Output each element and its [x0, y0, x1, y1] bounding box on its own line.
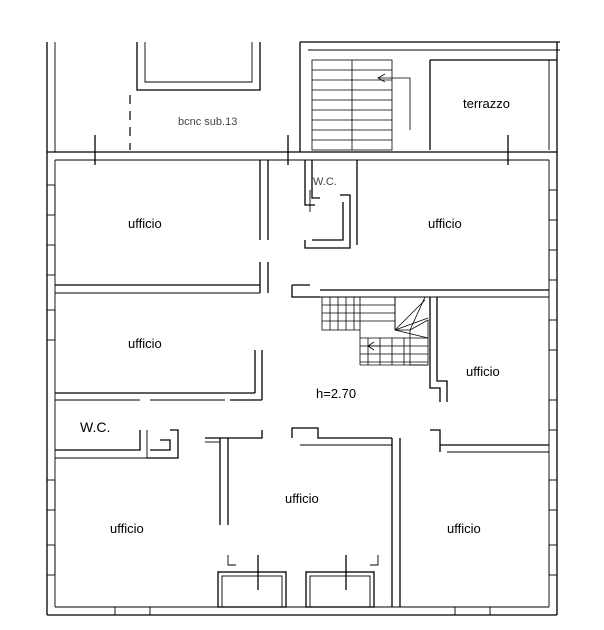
ufficio-bottom-center-label: ufficio — [285, 491, 319, 506]
wc-left-label: W.C. — [80, 419, 110, 435]
ufficio-top-left-label: ufficio — [128, 216, 162, 231]
outer-walls — [46, 135, 558, 616]
ufficio-bottom-right-label: ufficio — [447, 521, 481, 536]
room-labels: bcnc sub.13 terrazzo W.C. ufficio uffici… — [80, 96, 510, 536]
ufficio-right-label: ufficio — [466, 364, 500, 379]
wc-top-label: W.C. — [313, 176, 337, 188]
ufficio-mid-left-label: ufficio — [128, 336, 162, 351]
ufficio-bottom-left-label: ufficio — [110, 521, 144, 536]
bcnc-label: bcnc sub.13 — [178, 116, 237, 128]
height-label: h=2.70 — [316, 386, 356, 401]
interior-walls — [55, 160, 549, 608]
terrazzo-label: terrazzo — [463, 96, 510, 111]
upper-staircase — [311, 59, 557, 151]
upper-area — [46, 41, 560, 152]
central-staircase — [321, 296, 429, 366]
ufficio-top-right-label: ufficio — [428, 216, 462, 231]
